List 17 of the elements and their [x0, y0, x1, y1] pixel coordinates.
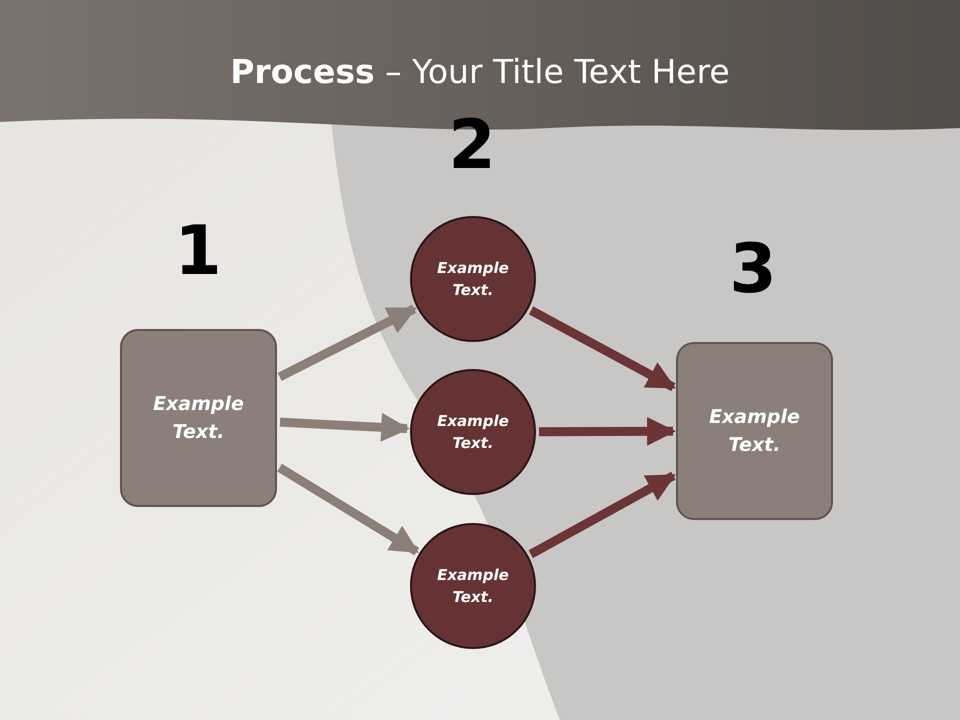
slide-title: Process – Your Title Text Here	[230, 52, 730, 91]
process-box	[120, 329, 277, 507]
node-text: Example Text.	[436, 258, 510, 301]
arrow	[280, 412, 410, 442]
step-number: 2	[447, 112, 497, 180]
node-text: Example Text.	[436, 410, 510, 454]
arrow	[528, 306, 676, 392]
node-text: Example Text.	[436, 564, 510, 608]
arrow	[528, 472, 676, 558]
node-text: Example Text.	[152, 392, 245, 445]
step-number: 1	[173, 218, 223, 286]
step-number: 3	[728, 236, 778, 304]
node-text: Example Text.	[708, 404, 801, 458]
arrow	[277, 464, 420, 556]
process-box	[676, 342, 833, 520]
arrow	[278, 304, 417, 381]
arrow	[538, 416, 676, 446]
